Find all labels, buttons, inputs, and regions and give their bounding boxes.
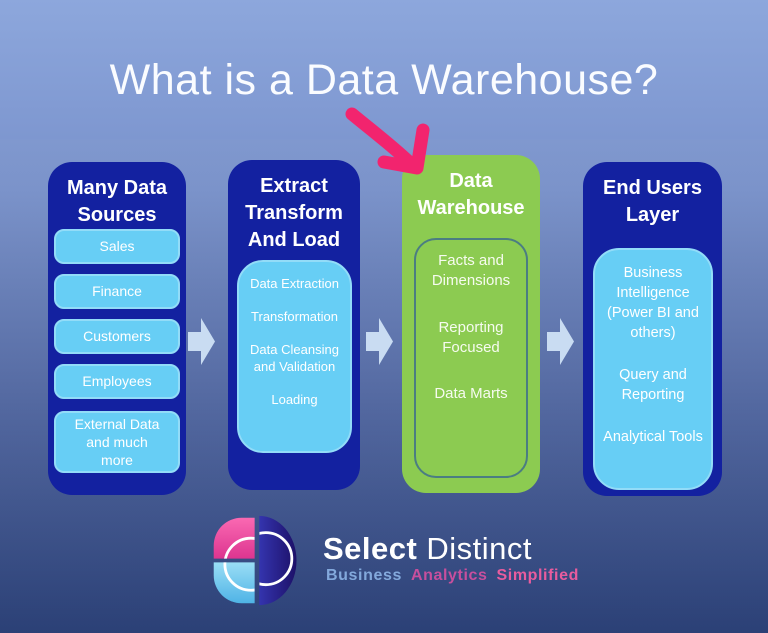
brand-tagline: Business Analytics Simplified (326, 567, 588, 585)
column-etl: Extract Transform And Load Data Extracti… (228, 160, 360, 490)
source-item-finance: Finance (54, 274, 180, 309)
warehouse-feature: Reporting Focused (438, 318, 504, 356)
etl-step: Data Extraction (250, 276, 339, 291)
column-title: End Users Layer (603, 177, 702, 226)
end-user-tool: Business Intelligence (Power BI and othe… (607, 265, 699, 341)
source-item-label: Sales (99, 238, 135, 255)
tagline-word-business: Business (326, 567, 402, 584)
flow-arrow-icon (547, 318, 574, 365)
column-title: Data Warehouse (417, 170, 525, 219)
end-user-tools-box: Business Intelligence (Power BI and othe… (593, 248, 713, 490)
annotation-arrow-icon (345, 107, 430, 175)
page-title: What is a Data Warehouse? (109, 56, 659, 104)
flow-arrow-icon (188, 318, 215, 365)
column-title: Extract Transform And Load (245, 175, 343, 251)
end-user-tool: Query and Reporting (619, 367, 687, 403)
etl-step: Transformation (251, 308, 338, 324)
source-item-sales: Sales (54, 229, 180, 264)
etl-steps-box: Data Extraction Transformation Data Clea… (237, 260, 352, 453)
column-many-data-sources: Many Data Sources Sales Finance Customer… (48, 162, 186, 495)
brand-name-primary: Select (323, 531, 418, 566)
etl-step: Loading (271, 391, 318, 407)
source-item-label: Customers (83, 328, 151, 345)
brand-name-secondary: Distinct (426, 531, 532, 566)
source-item-label: Employees (82, 373, 152, 390)
end-user-tool: Analytical Tools (603, 429, 703, 445)
warehouse-feature: Facts and Dimensions (431, 252, 511, 290)
brand-logo-icon (213, 515, 297, 606)
source-item-customers: Customers (54, 319, 180, 354)
tagline-word-simplified: Simplified (496, 567, 579, 584)
column-data-warehouse: Data Warehouse Facts and Dimensions Repo… (402, 155, 540, 493)
column-title: Many Data Sources (66, 177, 168, 226)
source-item-label: External Data and much more (74, 415, 160, 469)
warehouse-feature: Data Marts (434, 385, 508, 402)
source-item-employees: Employees (54, 364, 180, 399)
column-end-users-layer: End Users Layer Business Intelligence (P… (583, 162, 722, 496)
flow-arrow-icon (366, 318, 393, 365)
tagline-word-analytics: Analytics (410, 567, 488, 584)
etl-step: Data Cleansing and Validation (250, 341, 339, 374)
warehouse-features-box: Facts and Dimensions Reporting Focused D… (414, 238, 528, 478)
source-item-external-data: External Data and much more (54, 411, 180, 473)
source-item-label: Finance (92, 283, 142, 300)
